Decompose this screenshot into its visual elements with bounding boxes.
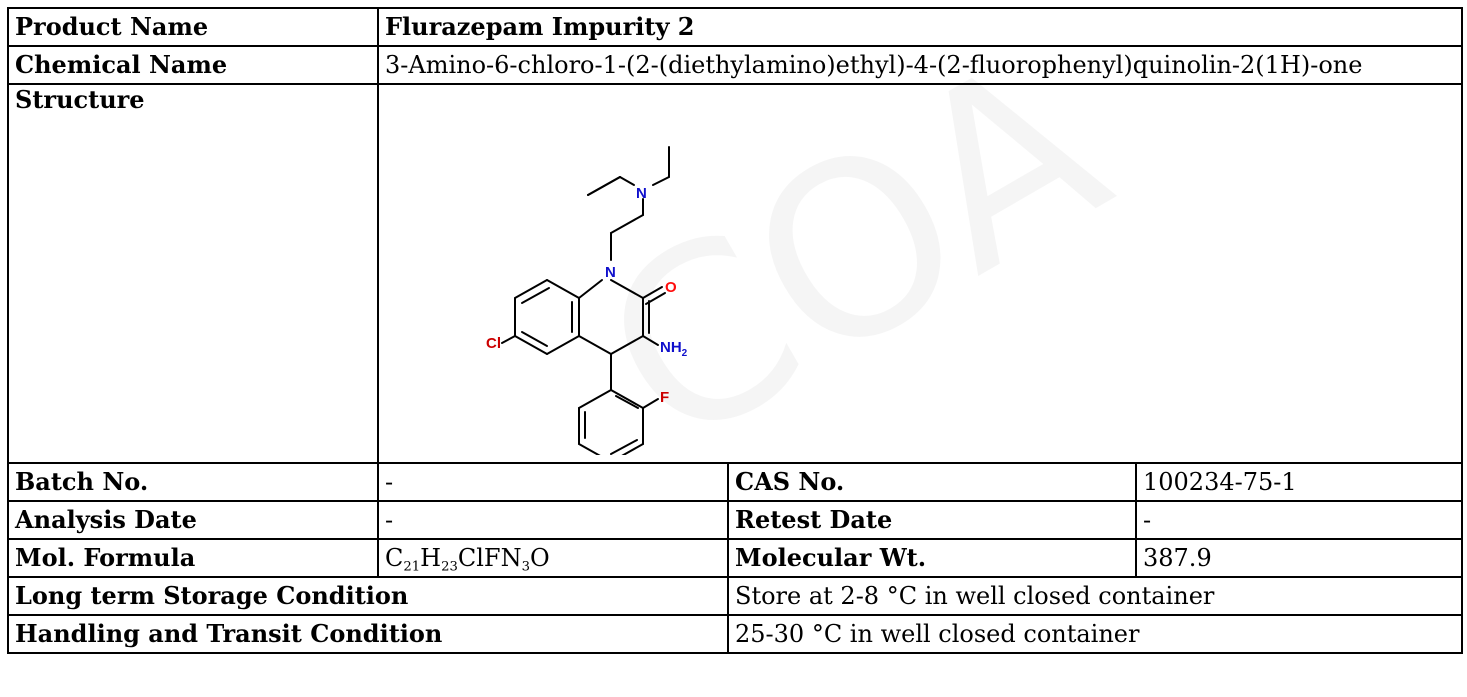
storage-condition-label: Long term Storage Condition (7, 576, 729, 616)
row-formula-mw: Mol. Formula C21H23ClFN3O Molecular Wt. … (7, 538, 1463, 578)
molecular-wt-label: Molecular Wt. (727, 538, 1137, 578)
product-name-value: Flurazepam Impurity 2 (377, 7, 1463, 47)
row-storage: Long term Storage Condition Store at 2-8… (7, 576, 1463, 616)
structure-label: Structure (7, 83, 379, 464)
atom-f: F (660, 389, 669, 406)
atom-n-amine: N (636, 185, 647, 202)
chemical-name-label: Chemical Name (7, 45, 379, 85)
atom-nh: NH2 (660, 339, 688, 359)
molecular-wt-value: 387.9 (1135, 538, 1463, 578)
row-structure: Structure (7, 83, 1463, 464)
atom-o: O (665, 279, 677, 296)
chemical-name-value: 3-Amino-6-chloro-1-(2-(diethylamino)ethy… (377, 45, 1463, 85)
analysis-date-label: Analysis Date (7, 500, 379, 540)
batch-no-value: - (377, 462, 729, 502)
product-name-label: Product Name (7, 7, 379, 47)
retest-date-label: Retest Date (727, 500, 1137, 540)
handling-condition-label: Handling and Transit Condition (7, 614, 729, 654)
retest-date-value: - (1135, 500, 1463, 540)
coa-table: Product Name Flurazepam Impurity 2 Chemi… (7, 7, 1463, 654)
row-dates: Analysis Date - Retest Date - (7, 500, 1463, 540)
storage-condition-value: Store at 2-8 °C in well closed container (727, 576, 1463, 616)
atom-cl: Cl (486, 335, 501, 352)
cas-no-label: CAS No. (727, 462, 1137, 502)
row-chemical-name: Chemical Name 3-Amino-6-chloro-1-(2-(die… (7, 45, 1463, 85)
row-product-name: Product Name Flurazepam Impurity 2 (7, 7, 1463, 47)
structure-drawing: N N O Cl NH2 F (486, 146, 688, 461)
structure-cell: N N O Cl NH2 F (377, 83, 1463, 464)
atom-n-ring: N (605, 264, 616, 281)
mol-formula-label: Mol. Formula (7, 538, 379, 578)
row-handling: Handling and Transit Condition 25-30 °C … (7, 614, 1463, 654)
row-batch-cas: Batch No. - CAS No. 100234-75-1 (7, 462, 1463, 502)
cas-no-value: 100234-75-1 (1135, 462, 1463, 502)
batch-no-label: Batch No. (7, 462, 379, 502)
handling-condition-value: 25-30 °C in well closed container (727, 614, 1463, 654)
mol-formula-value: C21H23ClFN3O (377, 538, 729, 578)
analysis-date-value: - (377, 500, 729, 540)
